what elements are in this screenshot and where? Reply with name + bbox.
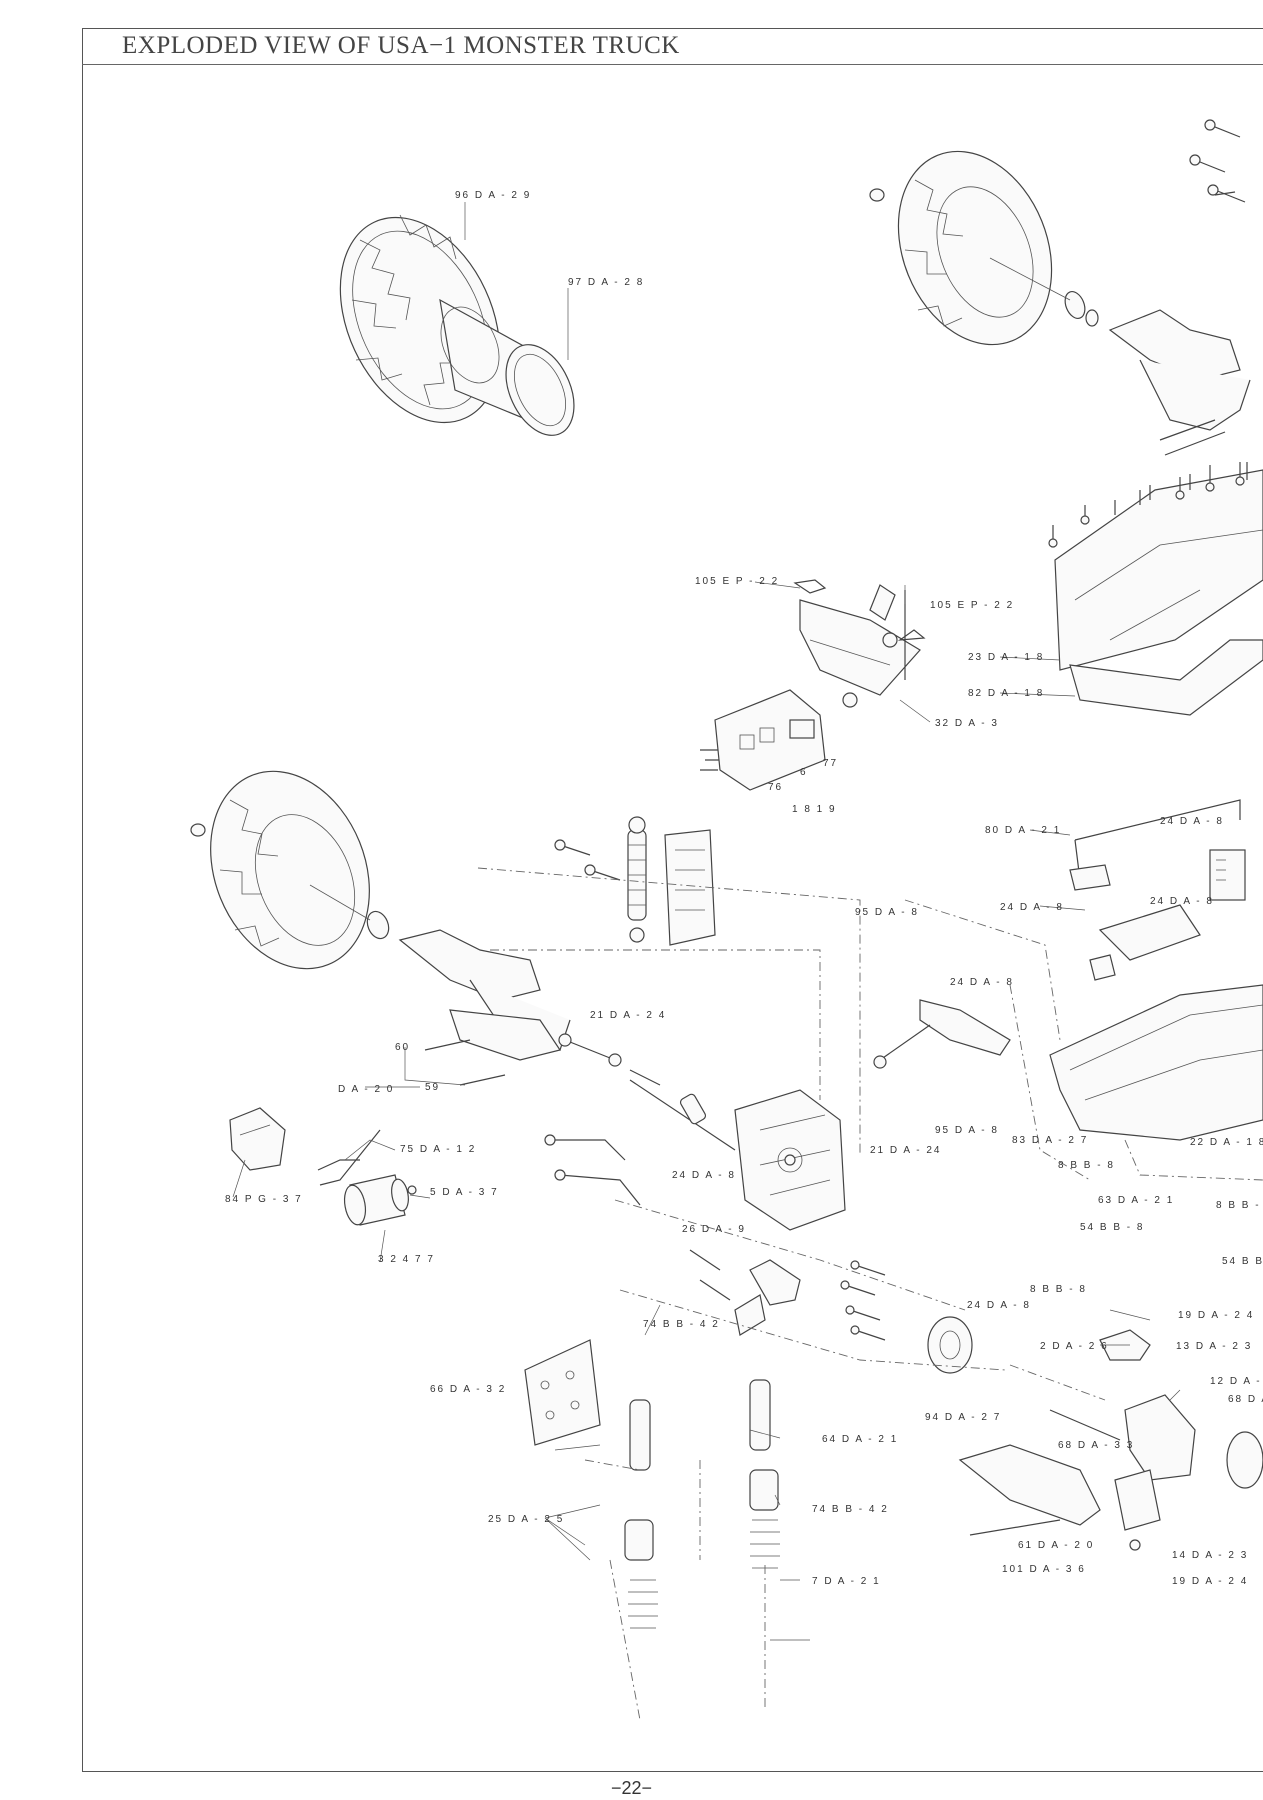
label-7: 7 D A - 2 1 bbox=[812, 1576, 881, 1587]
label-64: 64 D A - 2 1 bbox=[822, 1434, 898, 1445]
label-2: 2 D A - 2 6 bbox=[1040, 1341, 1109, 1352]
label-24b: 24 D A - 8 bbox=[1150, 896, 1214, 907]
rear-shock-right bbox=[749, 1379, 780, 1569]
label-66: 66 D A - 3 2 bbox=[430, 1384, 506, 1395]
front-shock-absorber bbox=[627, 816, 647, 943]
motor-cap bbox=[229, 1107, 286, 1171]
front-shock-screws bbox=[554, 839, 621, 881]
steering-rod bbox=[558, 1033, 661, 1086]
label-60: 60 bbox=[395, 1042, 410, 1053]
label-19b: 19 D A - 2 4 bbox=[1172, 1576, 1248, 1587]
main-chassis bbox=[1049, 849, 1263, 1141]
label-96: 96 D A - 2 9 bbox=[455, 190, 531, 201]
electronic-switch bbox=[700, 689, 826, 791]
front-left-pins bbox=[424, 1039, 506, 1086]
page-title: EXPLODED VIEW OF USA−1 MONSTER TRUCK bbox=[122, 32, 680, 59]
label-8c: 8 B B - 8 bbox=[1030, 1284, 1087, 1295]
spare-wheel-rim bbox=[439, 298, 575, 436]
label-74b: 74 B B - 4 2 bbox=[812, 1504, 889, 1515]
rear-upright bbox=[1114, 1394, 1196, 1551]
title-underline bbox=[82, 64, 1263, 65]
label-24c: 24 D A - 8 bbox=[1000, 902, 1064, 913]
label-101: 101 D A - 3 6 bbox=[1002, 1564, 1086, 1575]
servo-saver-clip bbox=[793, 579, 926, 641]
label-54b: 54 B B - 8 bbox=[1222, 1256, 1263, 1267]
label-82: 82 D A - 1 8 bbox=[968, 688, 1044, 699]
label-95b: 95 D A - 8 bbox=[935, 1125, 999, 1136]
label-75: 75 D A - 1 2 bbox=[400, 1144, 476, 1155]
drawing-frame bbox=[82, 28, 1263, 1772]
label-105b: 105 E P - 2 2 bbox=[930, 600, 1014, 611]
label-23: 23 D A - 1 8 bbox=[968, 652, 1044, 663]
leader-lines bbox=[232, 202, 1181, 1641]
label-5: 5 D A - 3 7 bbox=[430, 1187, 499, 1198]
label-74a: 74 B B - 4 2 bbox=[643, 1319, 720, 1330]
label-21a: 21 D A - 2 4 bbox=[590, 1010, 666, 1021]
label-59: 59 bbox=[425, 1082, 440, 1093]
label-24d: 24 D A - 8 bbox=[950, 977, 1014, 988]
label-14: 14 D A - 2 3 bbox=[1172, 1550, 1248, 1561]
label-84: 84 P G - 3 7 bbox=[225, 1194, 303, 1205]
front-left-tire bbox=[190, 770, 370, 970]
antenna-mount bbox=[1069, 799, 1241, 891]
label-22: 22 D A - 1 8 bbox=[1190, 1137, 1263, 1148]
label-8b: 8 B B - 8 bbox=[1216, 1200, 1263, 1211]
battery-box bbox=[1054, 469, 1263, 716]
label-21b: 21 D A - 24 bbox=[870, 1145, 941, 1156]
part-labels: 96 D A - 2 9 97 D A - 2 8 105 E P - 2 2 … bbox=[225, 190, 1263, 1587]
motor-clip bbox=[317, 1129, 381, 1186]
rear-shock-plate bbox=[524, 1339, 601, 1446]
label-8a: 8 B B - 8 bbox=[1058, 1160, 1115, 1171]
label-105a: 105 E P - 2 2 bbox=[695, 576, 779, 587]
rear-shock-left bbox=[624, 1399, 658, 1629]
page-number: −22− bbox=[610, 1778, 653, 1798]
label-24e: 24 D A - 8 bbox=[672, 1170, 736, 1181]
label-68b: 68 D A - 3 3 bbox=[1058, 1440, 1134, 1451]
rear-suspension-arm bbox=[958, 1444, 1101, 1536]
label-54a: 54 B B - 8 bbox=[1080, 1222, 1144, 1233]
label-26: 26 D A - 9 bbox=[682, 1224, 746, 1235]
label-19a: 19 D A - 2 4 bbox=[1178, 1310, 1254, 1321]
label-80: 80 D A - 2 1 bbox=[985, 825, 1061, 836]
spare-tire bbox=[339, 214, 501, 424]
front-shock-tower bbox=[664, 829, 716, 946]
front-right-hub bbox=[989, 257, 1251, 456]
label-1819: 1 8 1 9 bbox=[792, 804, 837, 815]
drive-shaft-front bbox=[629, 1079, 736, 1151]
label-68a: 68 D A - bbox=[1228, 1394, 1263, 1405]
steering-arm bbox=[873, 999, 1011, 1069]
battery-box-screws bbox=[1048, 462, 1248, 548]
label-77: 77 bbox=[823, 758, 838, 769]
label-94: 94 D A - 2 7 bbox=[925, 1412, 1001, 1423]
label-32: 32 D A - 3 bbox=[935, 718, 999, 729]
servo-mount bbox=[799, 584, 921, 708]
label-24a: 24 D A - 8 bbox=[1160, 816, 1224, 827]
label-95a: 95 D A - 8 bbox=[855, 907, 919, 918]
servo-saver-horn bbox=[749, 1259, 801, 1306]
differential-cup bbox=[689, 1249, 766, 1336]
assembly-lines bbox=[477, 867, 1263, 1721]
center-screws bbox=[840, 1260, 886, 1341]
upper-right-screws bbox=[1189, 119, 1246, 203]
gearbox bbox=[734, 1089, 846, 1231]
label-25: 25 D A - 2 5 bbox=[488, 1514, 564, 1525]
front-left-hub bbox=[309, 884, 571, 1061]
label-61: 61 D A - 2 0 bbox=[1018, 1540, 1094, 1551]
rear-hub-right bbox=[1226, 1431, 1263, 1489]
label-13: 13 D A - 2 3 bbox=[1176, 1341, 1252, 1352]
drive-pulley bbox=[927, 1316, 973, 1374]
label-24f: 24 D A - 8 bbox=[967, 1300, 1031, 1311]
bell-crank-left bbox=[544, 1134, 641, 1206]
label-63: 63 D A - 2 1 bbox=[1098, 1195, 1174, 1206]
electric-motor bbox=[343, 1174, 417, 1226]
front-right-tire bbox=[869, 150, 1053, 346]
label-76: 76 bbox=[768, 782, 783, 793]
label-32477: 3 2 4 7 7 bbox=[378, 1254, 435, 1265]
label-6: 6 bbox=[800, 767, 808, 778]
label-97: 97 D A - 2 8 bbox=[568, 277, 644, 288]
label-da20: D A - 2 0 bbox=[338, 1084, 394, 1095]
label-83: 83 D A - 2 7 bbox=[1012, 1135, 1088, 1146]
label-12: 12 D A - 2 2 bbox=[1210, 1376, 1263, 1387]
